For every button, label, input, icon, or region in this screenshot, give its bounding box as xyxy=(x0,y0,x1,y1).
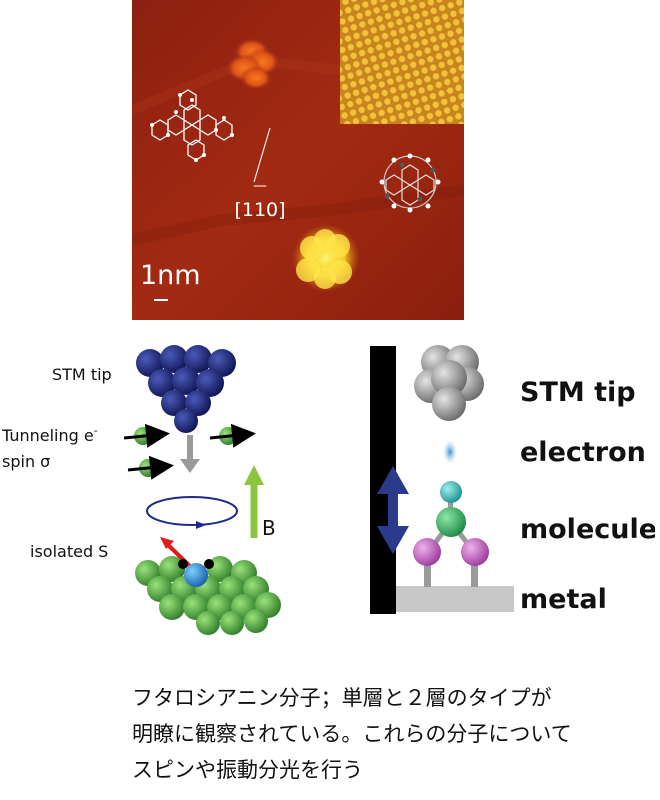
molecule-monolayer-blob xyxy=(226,38,280,90)
tunneling-down-arrow xyxy=(180,459,200,473)
spin-label: spin σ xyxy=(2,452,50,471)
electron-label: electron xyxy=(520,437,646,468)
direction-label: [110] xyxy=(234,199,285,221)
stm-tip-right xyxy=(414,345,484,421)
bilayer-structure-model xyxy=(379,153,441,213)
stm-tip-left xyxy=(136,345,236,433)
caption-line-2: 明瞭に観察されている。これらの分子について xyxy=(132,722,572,746)
caption-line-3: スピンや振動分光を行う xyxy=(132,758,363,782)
metal-slab xyxy=(396,586,514,612)
metal-label: metal xyxy=(520,584,607,615)
isolated-spin-label: isolated S xyxy=(30,542,108,561)
stm-image: — [110] 1nm xyxy=(132,0,464,320)
tip-molecule-schematic: STM tip electron molecule metal xyxy=(370,345,655,615)
direction-overline: — xyxy=(253,178,267,194)
precession-ring xyxy=(146,496,238,526)
electron-cloud xyxy=(443,440,457,464)
substrate-lattice xyxy=(135,556,281,635)
tunneling-label: Tunneling e- xyxy=(1,424,98,445)
isolated-spin-atom xyxy=(178,559,214,587)
monolayer-structure-model xyxy=(150,89,234,162)
spin-schematic: STM tip Tunneling e- spin σ B isolated S xyxy=(1,345,281,635)
caption-line-1: フタロシアニン分子；単層と２層のタイプが xyxy=(132,686,552,710)
electron-1 xyxy=(123,423,170,448)
field-arrow xyxy=(244,465,264,485)
scale-label: 1nm xyxy=(140,260,201,291)
direction-arrow xyxy=(253,127,271,183)
caption: フタロシアニン分子；単層と２層のタイプが 明瞭に観察されている。これらの分子につ… xyxy=(132,680,652,788)
molecule-label: molecule xyxy=(520,514,655,545)
vibration-double-arrow xyxy=(377,466,409,554)
field-label: B xyxy=(262,516,276,540)
molecule-bilayer-blob xyxy=(292,224,360,292)
stm-tip-label-left: STM tip xyxy=(52,365,112,384)
electron-2 xyxy=(209,423,256,448)
stm-tip-label-right: STM tip xyxy=(520,377,636,408)
electron-3 xyxy=(127,455,174,480)
molecule-model xyxy=(413,481,489,587)
stm-inset-lattice xyxy=(340,0,464,124)
